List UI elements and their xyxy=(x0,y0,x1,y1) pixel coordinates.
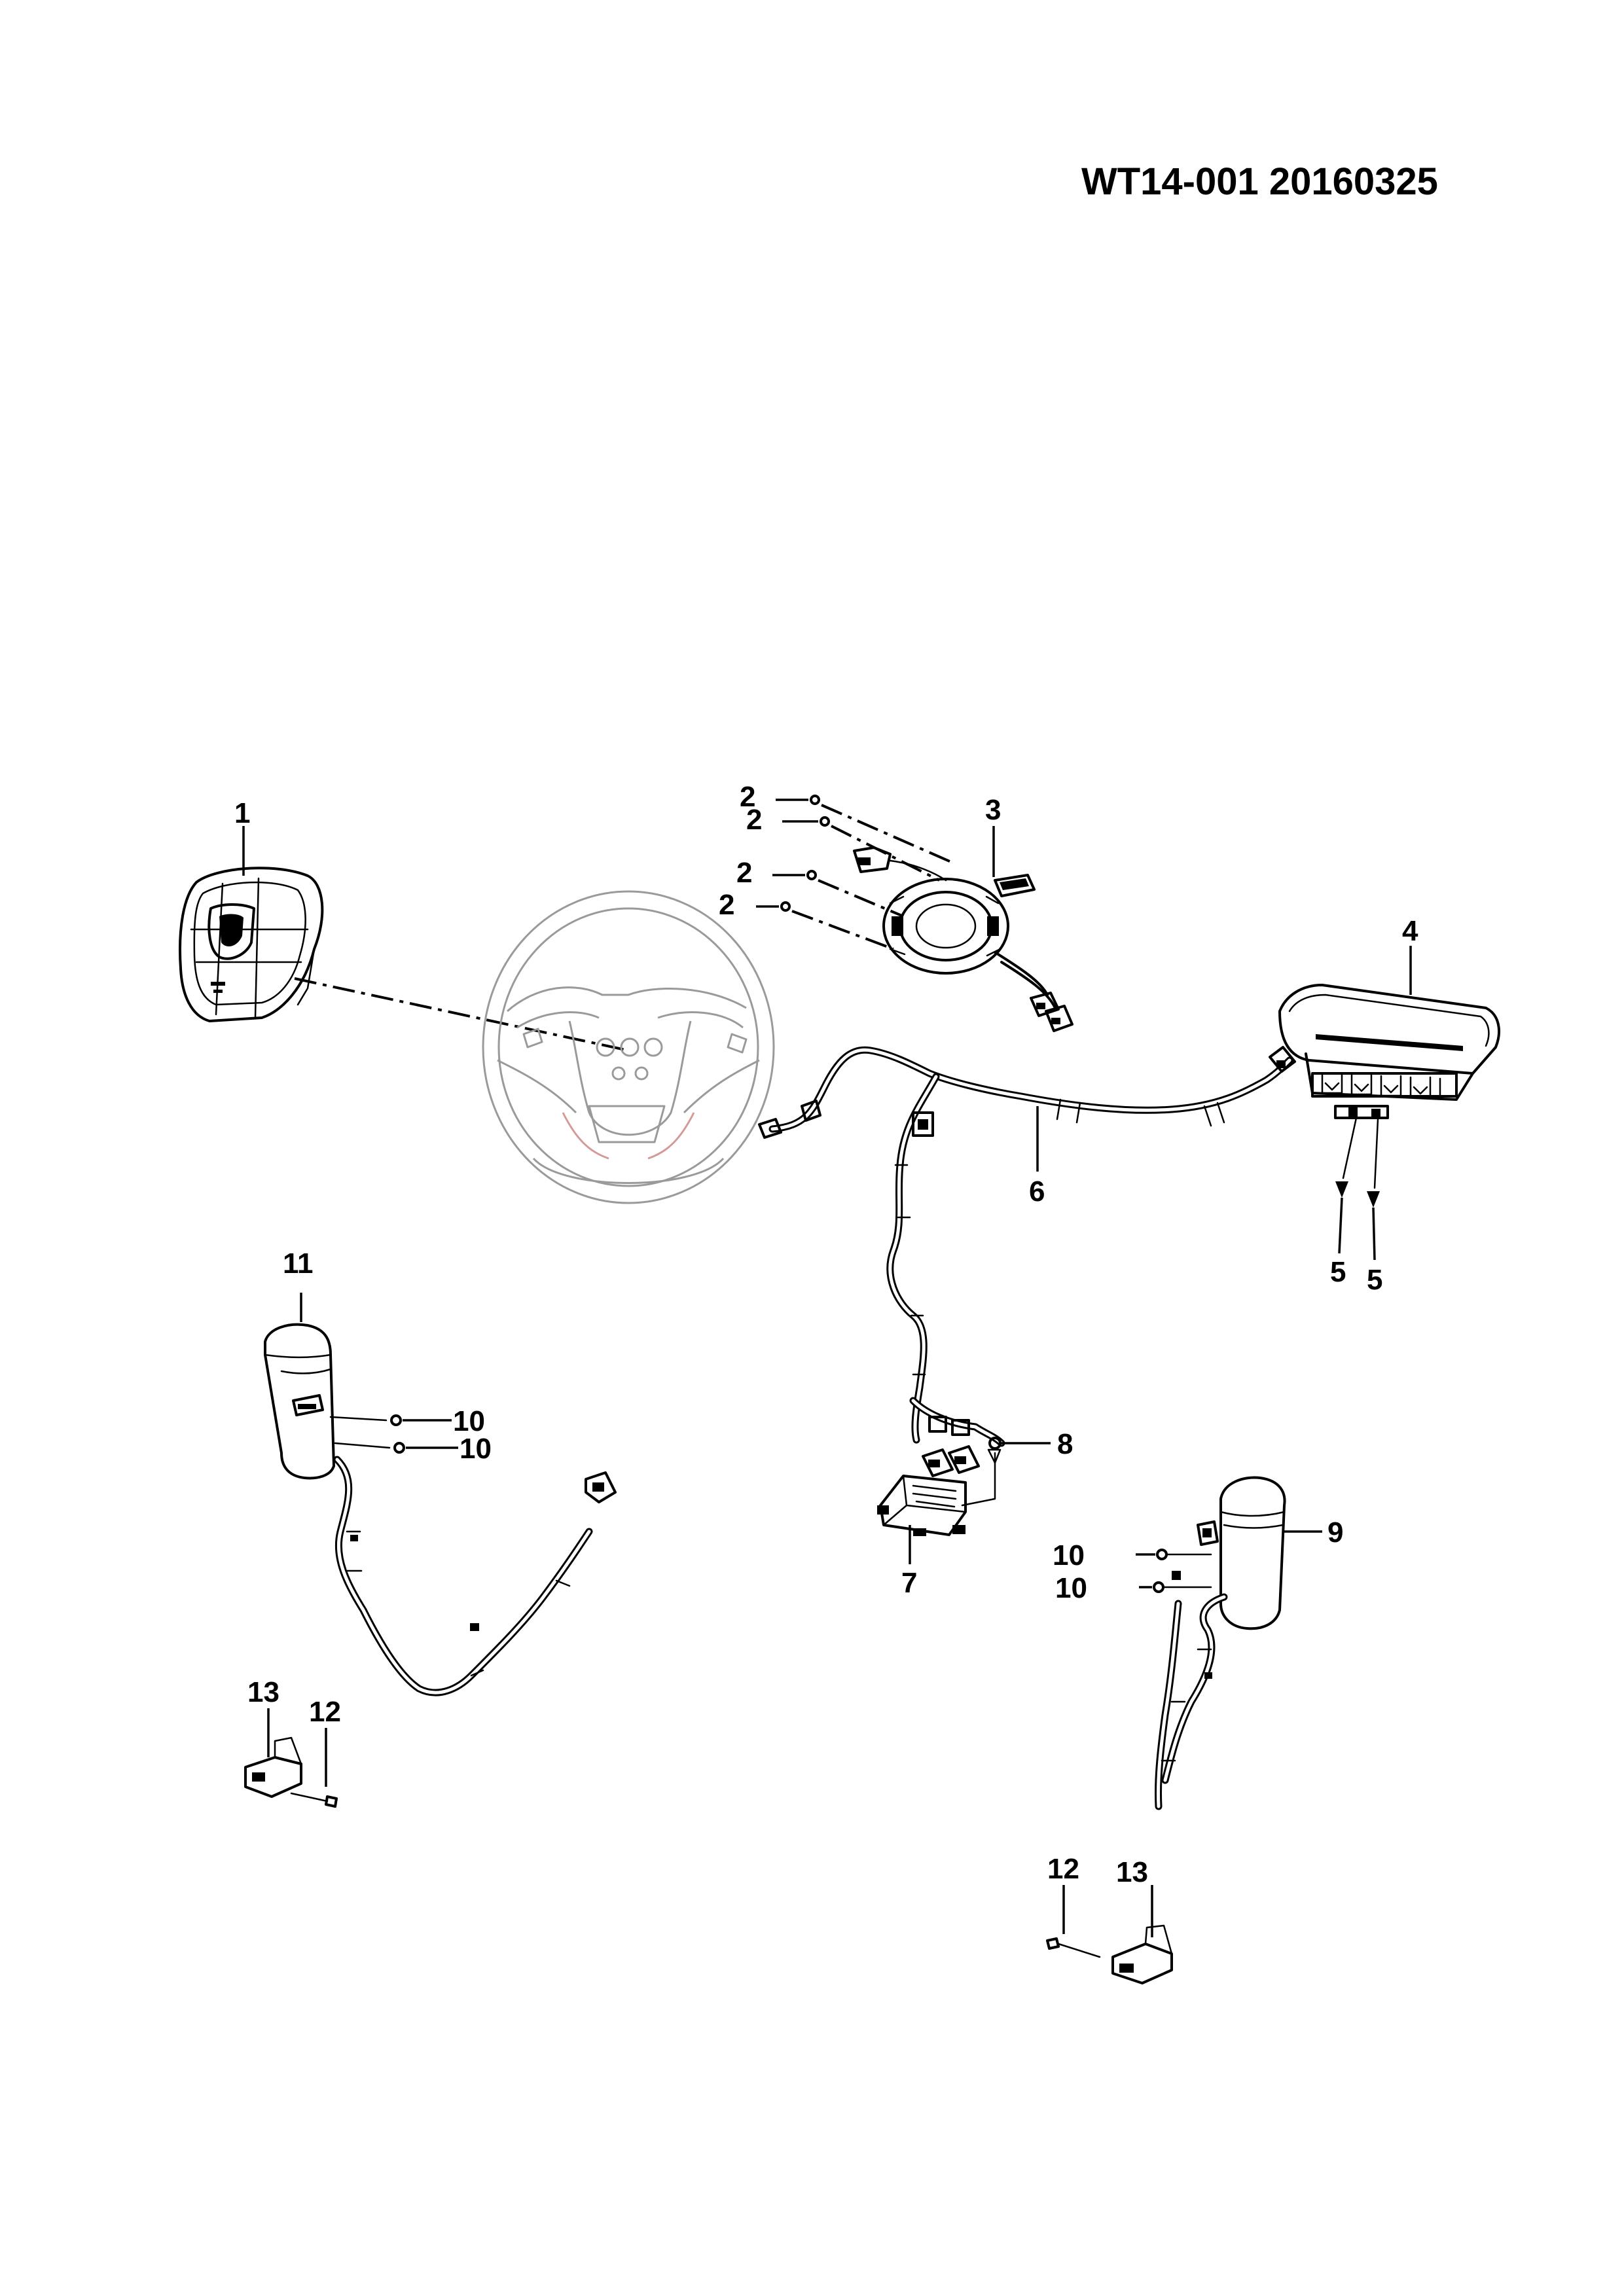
left-impact-sensor xyxy=(244,1708,302,1798)
passenger-airbag xyxy=(1278,984,1500,1119)
main-wiring-harness xyxy=(758,1046,1296,1447)
right-impact-sensor xyxy=(1111,1885,1173,1984)
callout-8: 8 xyxy=(1057,1428,1073,1460)
callout-2: 2 xyxy=(740,781,755,813)
right-side-airbag xyxy=(1154,1476,1286,1810)
driver-airbag-module xyxy=(179,867,324,1022)
callout-12: 12 xyxy=(1047,1853,1079,1885)
callout-1: 1 xyxy=(234,797,250,829)
callout-4: 4 xyxy=(1402,915,1418,947)
callout-2: 2 xyxy=(746,804,762,836)
callout-labels: 1 2 2 2 2 3 4 5 5 6 7 8 9 10 10 10 10 11… xyxy=(234,781,1418,1888)
callout-5: 5 xyxy=(1367,1264,1382,1296)
callout-2: 2 xyxy=(736,857,752,889)
callout-13: 13 xyxy=(247,1676,280,1708)
right-side-airbag-nuts xyxy=(1136,1530,1322,1593)
left-side-airbag xyxy=(264,1323,617,1696)
callout-6: 6 xyxy=(1029,1175,1045,1208)
left-sensor-bolt xyxy=(290,1728,338,1808)
callout-10: 10 xyxy=(460,1433,492,1465)
callout-7: 7 xyxy=(901,1567,917,1599)
passenger-airbag-bolts xyxy=(1335,1117,1380,1261)
callout-11: 11 xyxy=(283,1247,314,1280)
airbag-control-module xyxy=(877,1445,980,1536)
callout-9: 9 xyxy=(1327,1516,1343,1549)
callout-10: 10 xyxy=(1053,1539,1085,1571)
callout-10: 10 xyxy=(453,1405,485,1437)
steering-wheel-reference xyxy=(482,890,775,1204)
right-sensor-bolt xyxy=(1046,1885,1101,1958)
callout-2: 2 xyxy=(719,889,734,921)
callout-12: 12 xyxy=(309,1696,341,1728)
airbag-alignment-line xyxy=(294,977,629,1052)
callout-10: 10 xyxy=(1055,1572,1087,1604)
callout-13: 13 xyxy=(1116,1856,1148,1888)
callout-5: 5 xyxy=(1330,1256,1346,1288)
callout-leaders xyxy=(242,826,1412,995)
callout-3: 3 xyxy=(985,794,1001,826)
drawing-code: WT14-001 20160325 xyxy=(1081,160,1438,203)
control-module-bolt xyxy=(909,1437,1051,1564)
clock-spring-screws xyxy=(756,795,956,950)
left-side-airbag-nuts xyxy=(300,1293,458,1454)
clock-spring xyxy=(853,846,1074,1032)
